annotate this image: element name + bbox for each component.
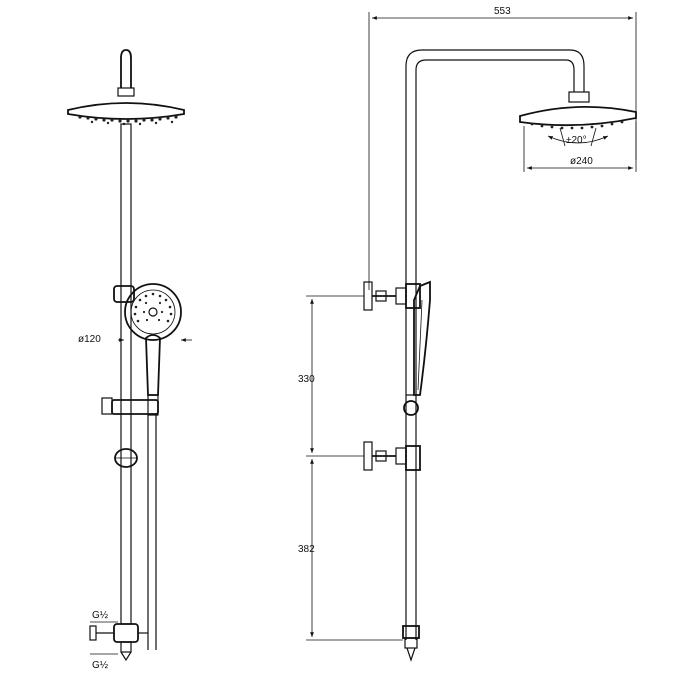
inlet-lower-label: G½ (92, 660, 109, 671)
side-riser-outer (405, 49, 585, 640)
side-head-diameter-dimension: ø240 (523, 122, 637, 172)
upper-spacing-label: 330 (298, 374, 315, 385)
overall-width-dimension: 553 (368, 6, 637, 290)
head-diameter-label: ø240 (570, 156, 593, 167)
front-view: ø120 G½ G½ (67, 49, 192, 671)
side-bottom-inlet (402, 625, 420, 662)
side-upper-wall-bracket (363, 281, 421, 311)
side-slide-holder (403, 394, 419, 416)
front-head-shower (67, 102, 185, 126)
inlet-upper-label: G½ (92, 610, 109, 621)
front-inlet-callouts: G½ G½ (90, 610, 118, 671)
front-top-stub (120, 49, 132, 88)
side-view: 553 ±20° ø240 (298, 6, 637, 662)
front-mixer-inlet (89, 623, 148, 662)
overall-width-label: 553 (494, 6, 511, 17)
front-lower-bracket (114, 448, 138, 468)
bracket-spacing-dimensions: 330 382 (298, 295, 403, 641)
front-upper-bracket (113, 285, 135, 303)
front-riser-pipe (120, 123, 132, 625)
head-tilt-label: ±20° (566, 135, 587, 146)
lower-spacing-label: 382 (298, 544, 315, 555)
side-head-shower (519, 105, 637, 130)
side-head-tilt-dimension: ±20° (547, 127, 609, 147)
front-hand-shower (124, 283, 182, 416)
side-hand-shower (413, 280, 431, 396)
front-hand-diameter-dimension: ø120 (78, 334, 192, 345)
side-lower-wall-bracket (363, 441, 421, 471)
side-riser-inner (415, 59, 575, 640)
side-head-connector (568, 91, 590, 103)
front-head-connector (117, 87, 135, 97)
hand-shower-diameter-label: ø120 (78, 334, 101, 345)
front-slide-holder (101, 397, 159, 415)
